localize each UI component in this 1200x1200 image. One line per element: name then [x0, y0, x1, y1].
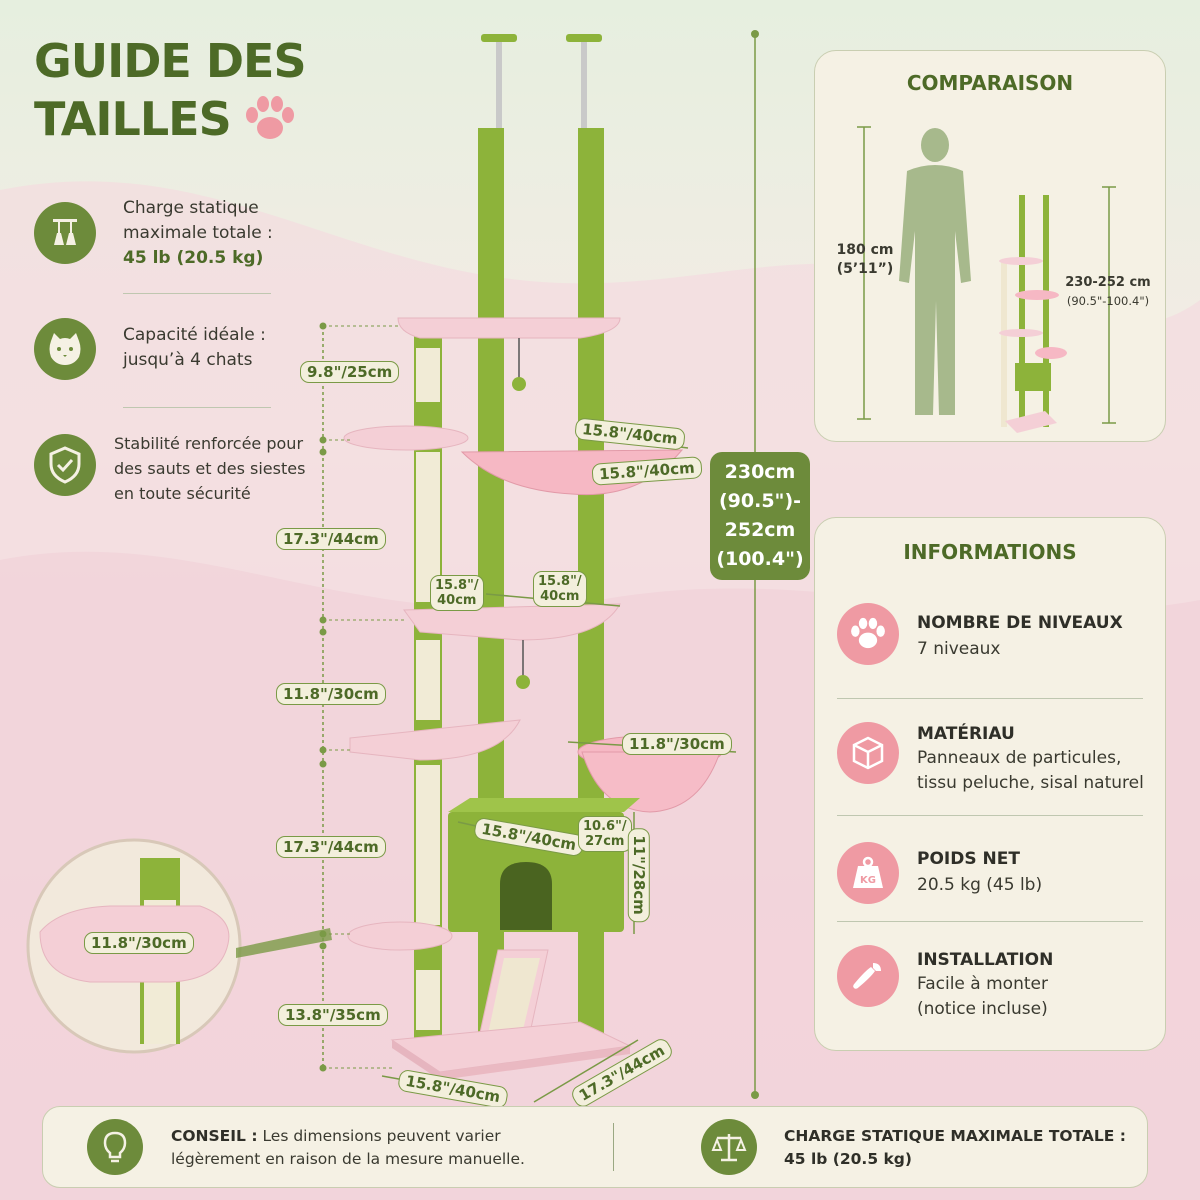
- tree-height-metric: 230-252 cm: [1065, 275, 1151, 290]
- feature-stability: Stabilité renforcée pour des sauts et de…: [114, 431, 305, 506]
- info-material-value-2: tissu peluche, sisal naturel: [917, 773, 1144, 793]
- dim-level-4: 17.3"/44cm: [276, 836, 386, 858]
- divider: [613, 1123, 614, 1171]
- info-levels-label: NOMBRE DE NIVEAUX: [917, 613, 1123, 633]
- load-label: CHARGE STATIQUE MAXIMALE TOTALE :: [784, 1127, 1126, 1145]
- page-title: GUIDE DES TAILLES: [34, 32, 307, 148]
- scale-icon: [701, 1119, 757, 1175]
- paw-icon: [245, 96, 294, 139]
- feature-load-line2: maximale totale :: [123, 223, 273, 243]
- svg-text:KG: KG: [860, 875, 876, 886]
- comparison-panel: COMPARAISON 180 cm (5’11”) 230-252 c: [814, 50, 1166, 442]
- feature-stability-line3: en toute sécurité: [114, 484, 251, 503]
- dim-condo-depth: 10.6"/ 27cm: [578, 816, 632, 852]
- person-height-imperial: (5’11”): [836, 261, 894, 277]
- load-value: 45 lb (20.5 kg): [784, 1150, 912, 1168]
- dim-basket: 11.8"/30cm: [622, 733, 732, 755]
- info-installation-label: INSTALLATION: [917, 950, 1054, 970]
- kg-weight-icon: KG: [837, 842, 899, 904]
- info-levels-value: 7 niveaux: [917, 639, 1001, 659]
- info-material-label: MATÉRIAU: [917, 724, 1015, 744]
- dim-platform-b: 15.8"/ 40cm: [533, 571, 587, 607]
- lightbulb-icon: [87, 1119, 143, 1175]
- divider: [123, 293, 271, 294]
- informations-title: INFORMATIONS: [903, 540, 1077, 564]
- dim-level-3: 11.8"/30cm: [276, 683, 386, 705]
- feature-load-line1: Charge statique: [123, 198, 259, 218]
- shield-check-icon: [34, 434, 96, 496]
- box-icon: [837, 722, 899, 784]
- info-material: MATÉRIAU Panneaux de particules, tissu p…: [917, 724, 1144, 796]
- info-weight-label: POIDS NET: [917, 849, 1020, 869]
- tip-text-2: légèrement en raison de la mesure manuel…: [171, 1150, 525, 1168]
- info-material-value-1: Panneaux de particules,: [917, 748, 1122, 768]
- bottom-banner: CONSEIL : Les dimensions peuvent varier …: [42, 1106, 1148, 1188]
- feature-capacity-line2: jusqu’à 4 chats: [123, 350, 253, 370]
- feature-load-value: 45 lb (20.5 kg): [123, 248, 264, 268]
- divider: [837, 698, 1143, 699]
- info-installation-value-2: (notice incluse): [917, 999, 1048, 1019]
- dim-zoom-step: 11.8"/30cm: [84, 932, 194, 954]
- info-installation-value-1: Facile à monter: [917, 974, 1048, 994]
- feature-load: Charge statique maximale totale : 45 lb …: [123, 196, 273, 271]
- tree-height-label: 230-252 cm (90.5"-100.4"): [1053, 273, 1163, 311]
- title-line-1: GUIDE DES: [34, 34, 307, 88]
- info-weight: POIDS NET 20.5 kg (45 lb): [917, 849, 1042, 898]
- dim-base-gap: 13.8"/35cm: [278, 1004, 388, 1026]
- tree-height-imperial: (90.5"-100.4"): [1066, 294, 1150, 308]
- tip-label: CONSEIL :: [171, 1127, 258, 1145]
- cat-face-icon: [34, 318, 96, 380]
- person-height-metric: 180 cm: [836, 242, 894, 258]
- feature-stability-line1: Stabilité renforcée pour: [114, 434, 304, 453]
- info-levels: NOMBRE DE NIVEAUX 7 niveaux: [917, 613, 1123, 662]
- comparison-graphic: [857, 126, 1116, 433]
- dim-condo-height: 11"/28cm: [627, 828, 650, 922]
- dim-top-gap: 9.8"/25cm: [300, 361, 400, 383]
- info-installation: INSTALLATION Facile à monter (notice inc…: [917, 950, 1053, 1022]
- feature-stability-line2: des sauts et des siestes: [114, 459, 306, 478]
- divider: [837, 815, 1143, 816]
- feature-capacity: Capacité idéale : jusqu’à 4 chats: [123, 323, 266, 373]
- hanging-weights-icon: [34, 202, 96, 264]
- title-line-2: TAILLES: [34, 92, 232, 146]
- divider: [123, 407, 271, 408]
- tip-text: CONSEIL : Les dimensions peuvent varier …: [171, 1125, 525, 1171]
- dim-platform-a: 15.8"/ 40cm: [430, 575, 484, 611]
- wrench-icon: [837, 945, 899, 1007]
- person-height-label: 180 cm (5’11”): [825, 241, 905, 279]
- feature-capacity-line1: Capacité idéale :: [123, 325, 266, 345]
- tip-text-1: Les dimensions peuvent varier: [257, 1127, 501, 1145]
- dim-total-height: 230cm (90.5")- 252cm (100.4"): [710, 452, 810, 580]
- paw-icon: [837, 603, 899, 665]
- comparison-title: COMPARAISON: [906, 71, 1074, 95]
- load-text: CHARGE STATIQUE MAXIMALE TOTALE : 45 lb …: [784, 1125, 1126, 1171]
- divider: [837, 921, 1143, 922]
- info-weight-value: 20.5 kg (45 lb): [917, 875, 1043, 895]
- dim-level-2: 17.3"/44cm: [276, 528, 386, 550]
- informations-panel: INFORMATIONS NOMBRE DE NIVEAUX 7 niveaux…: [814, 517, 1166, 1051]
